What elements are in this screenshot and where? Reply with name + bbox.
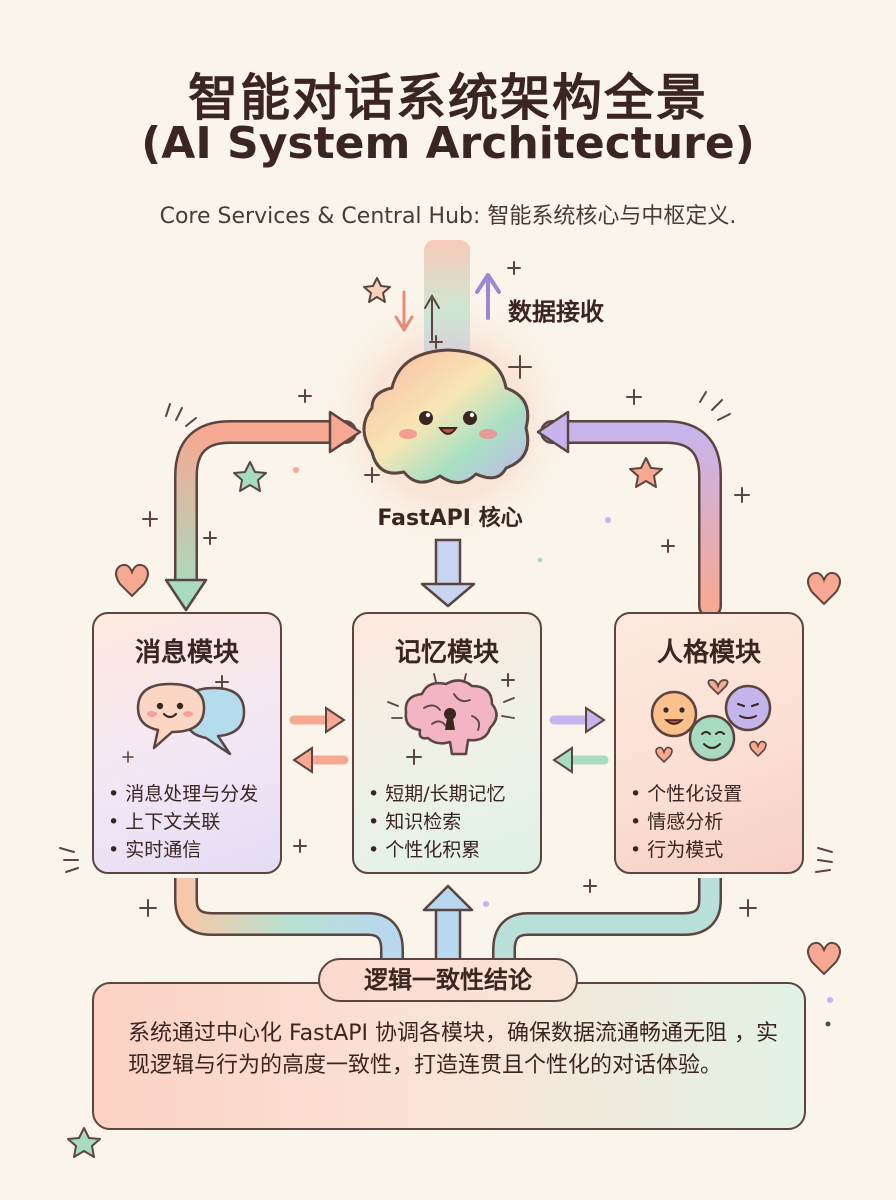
- sparkle-decorations: [59, 261, 833, 917]
- page-title: 智能对话系统架构全景: [188, 69, 708, 127]
- message-module-list: 消息处理与分发 上下文关联 实时通信: [108, 780, 258, 864]
- core-mascot-icon: [362, 348, 530, 484]
- personality-module-card: 人格模块 个性化设置 情感分析 行为模式: [614, 612, 804, 874]
- message-module-card: 消息模块 消息处理与分发 上下文关联 实时通信: [92, 612, 282, 874]
- star-decorations: [67, 277, 663, 1158]
- list-item: 知识检索: [368, 808, 506, 836]
- memory-module-title: 记忆模块: [394, 638, 499, 668]
- arrows-message-memory: [289, 706, 349, 774]
- personality-module-list: 个性化设置 情感分析 行为模式: [630, 780, 742, 864]
- data-input-label: 数据接收: [508, 298, 604, 326]
- list-item: 情感分析: [630, 808, 742, 836]
- conclusion-text: 系统通过中心化 FastAPI 协调各模块，确保数据流通畅通无阻 ，实现逻辑与行…: [128, 1021, 778, 1078]
- personality-module-title: 人格模块: [656, 638, 761, 668]
- arrow-core-to-memory: [420, 538, 476, 608]
- list-item: 行为模式: [630, 836, 742, 864]
- heart-decorations: [115, 563, 841, 976]
- list-item: 上下文关联: [108, 808, 258, 836]
- arrow-personality-to-core: [536, 410, 722, 618]
- conclusion-box: 系统通过中心化 FastAPI 协调各模块，确保数据流通畅通无阻 ，实现逻辑与行…: [92, 982, 806, 1130]
- list-item: 短期/长期记忆: [368, 780, 505, 808]
- list-item: 个性化设置: [630, 780, 742, 808]
- page-title-english: (AI System Architecture): [141, 118, 755, 169]
- list-item: 个性化积累: [368, 836, 506, 864]
- message-module-title: 消息模块: [134, 638, 239, 668]
- core-label: FastAPI 核心: [377, 506, 523, 531]
- brain-lock-icon: [387, 673, 515, 765]
- list-item: 实时通信: [108, 836, 258, 864]
- arrows-modules-to-conclusion: [174, 878, 722, 966]
- memory-module-card: 记忆模块 短期/长期记忆 知识检索 个性化积累: [352, 612, 542, 874]
- memory-module-list: 短期/长期记忆 知识检索 个性化积累: [368, 780, 506, 864]
- dot-decorations: [125, 467, 833, 1027]
- list-item: 消息处理与分发: [108, 780, 258, 808]
- emoji-faces-icon: [650, 679, 772, 764]
- arrow-core-to-message: [164, 410, 362, 612]
- conclusion-label: 逻辑一致性结论: [318, 958, 578, 1002]
- page-subtitle: Core Services & Central Hub: 智能系统核心与中枢定义…: [159, 204, 737, 229]
- chat-bubbles-icon: [122, 675, 246, 763]
- arrows-memory-personality: [549, 706, 609, 774]
